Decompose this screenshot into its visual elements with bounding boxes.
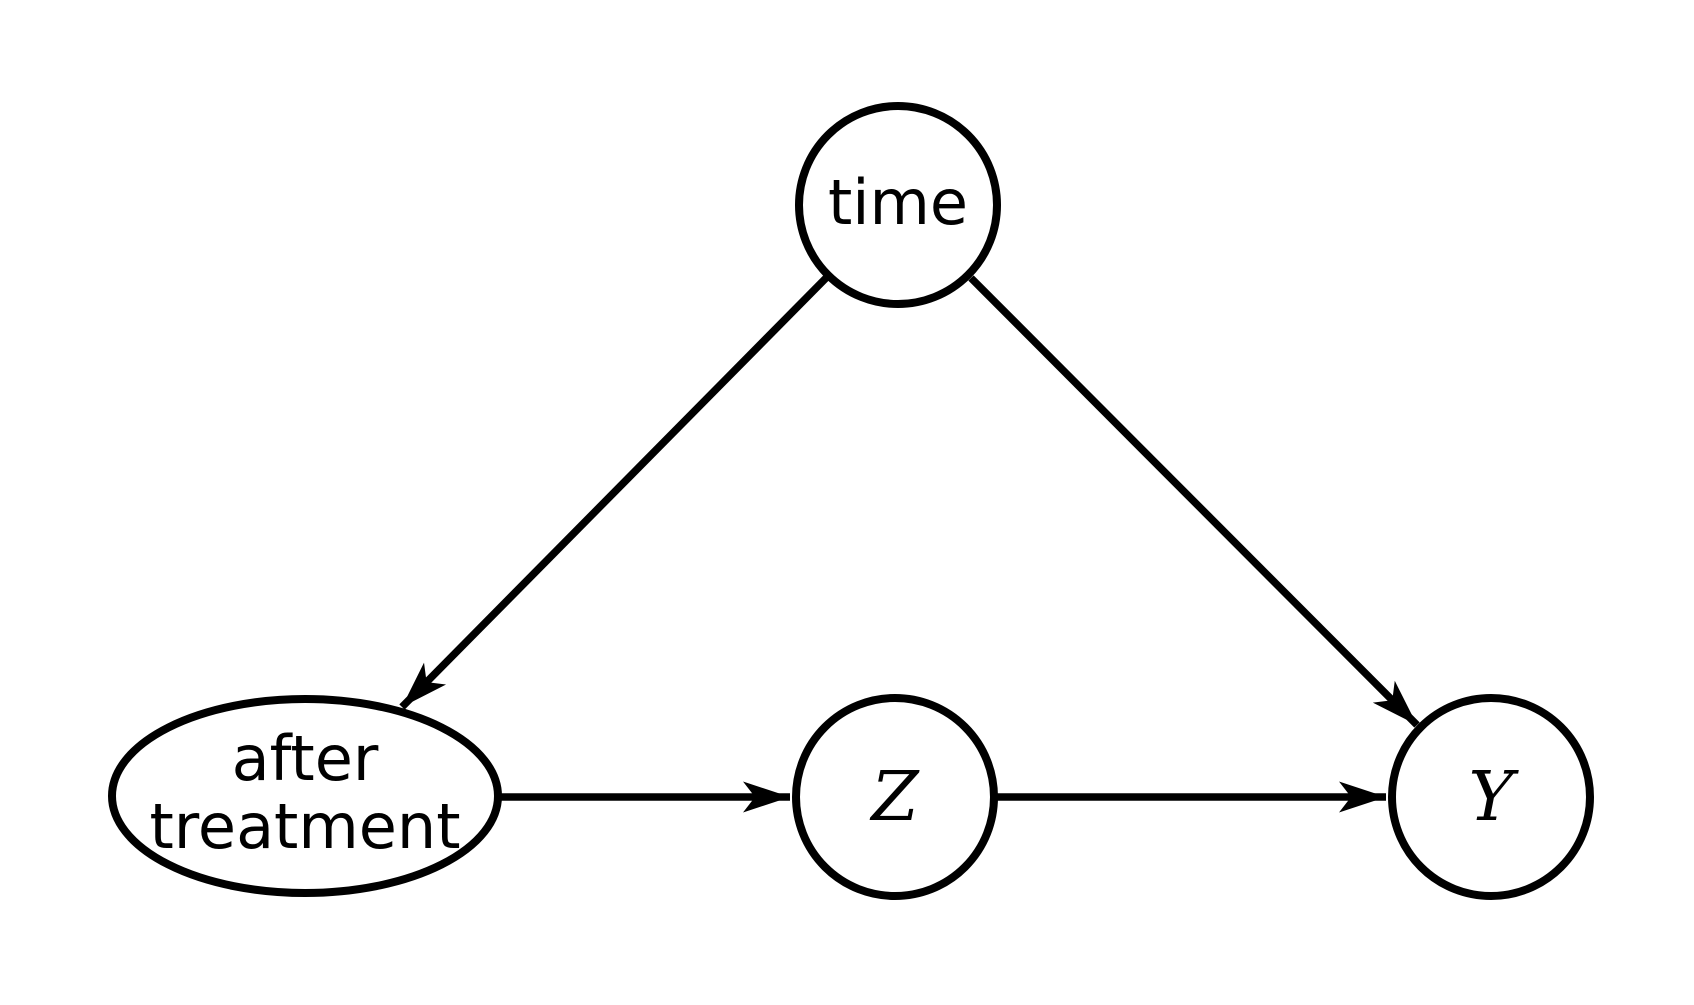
time-node-circle bbox=[795, 102, 1001, 308]
edges bbox=[399, 275, 1420, 813]
time-node-label: time bbox=[828, 166, 968, 239]
after-treatment-node-label-line1: after bbox=[232, 722, 379, 795]
node-after-treatment: after treatment bbox=[108, 695, 502, 897]
z-node-label: Z bbox=[869, 758, 920, 837]
after-treatment-node-label-line2: treatment bbox=[149, 790, 460, 863]
node-z: Z bbox=[792, 694, 998, 900]
edge-time-to-after-treatment bbox=[399, 275, 829, 710]
z-node-circle bbox=[792, 694, 998, 900]
y-node-circle bbox=[1388, 694, 1594, 900]
node-time: time bbox=[795, 102, 1001, 308]
node-y: Y bbox=[1388, 694, 1594, 900]
y-node-label: Y bbox=[1469, 758, 1520, 837]
after-treatment-node-ellipse bbox=[108, 695, 502, 897]
edge-time-to-y bbox=[968, 275, 1420, 728]
